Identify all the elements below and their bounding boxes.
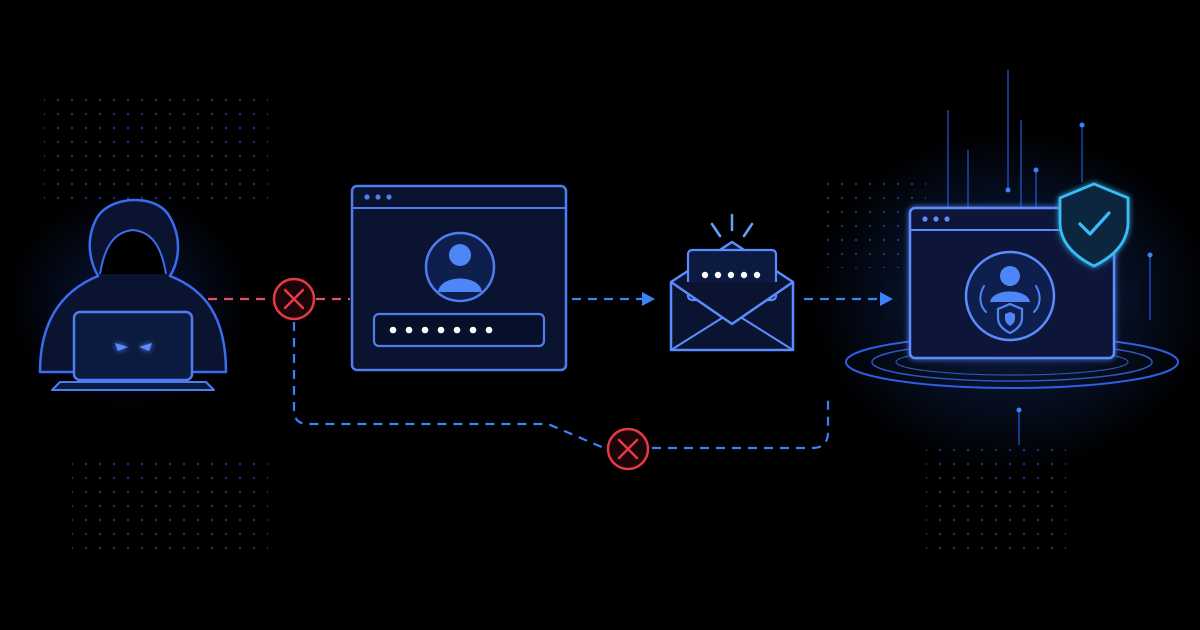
code-mask-dots — [701, 271, 761, 279]
flow-arrow-login-to-email — [572, 292, 655, 306]
login-window-icon — [350, 184, 568, 372]
secure-user-icon — [964, 250, 1056, 342]
protected-account-window-icon — [908, 206, 1116, 360]
window-controls — [364, 194, 392, 200]
glowing-eyes-icon — [115, 343, 152, 351]
shield-check-icon — [1058, 182, 1130, 268]
bypass-route-line — [292, 322, 830, 450]
laptop-icon — [51, 310, 215, 391]
blocked-x-icon — [272, 277, 316, 321]
password-mask-dots — [389, 326, 493, 334]
data-stream-dots — [1005, 122, 1153, 413]
flow-arrow-email-to-account — [804, 292, 893, 306]
email-verification-code-icon — [669, 213, 795, 352]
hooded-hacker-with-laptop-icon — [38, 198, 228, 391]
user-avatar-icon — [424, 231, 496, 303]
password-field — [372, 312, 546, 348]
notification-rays — [710, 213, 754, 238]
blocked-x-icon — [606, 427, 650, 471]
data-stream-lines — [947, 70, 1151, 445]
window-controls — [922, 216, 950, 222]
